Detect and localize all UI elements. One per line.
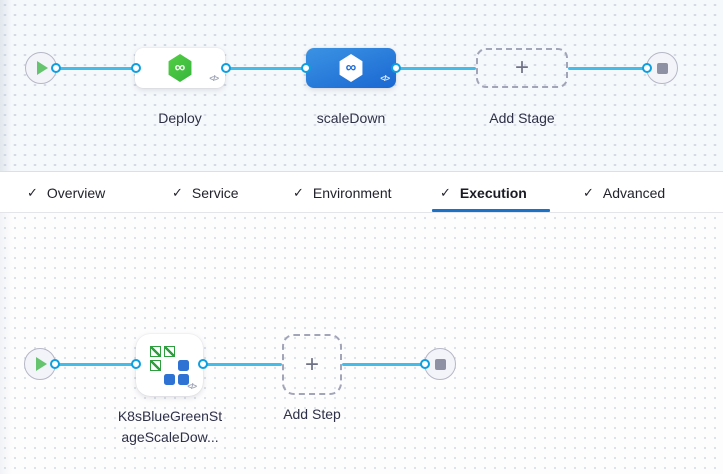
execution-graph-canvas[interactable]: </> K8sBlueGreenSt ageScaleDow... + Add … (0, 213, 723, 474)
connector-port (198, 359, 208, 369)
check-icon: ✓ (293, 185, 304, 200)
stage-config-tabs: ✓ Overview ✓ Service ✓ Environment ✓ Exe… (0, 172, 723, 213)
active-tab-indicator (432, 209, 550, 212)
check-icon: ✓ (440, 185, 451, 200)
connector-port (131, 63, 141, 73)
code-icon: </> (380, 74, 390, 83)
step-label: K8sBlueGreenSt ageScaleDow... (117, 408, 223, 445)
stage-connector-line (568, 66, 650, 70)
connector-port (131, 359, 141, 369)
add-stage-label: Add Stage (489, 110, 555, 126)
connector-port (391, 63, 401, 73)
cd-stage-icon: ∞ (339, 54, 363, 82)
stage-graph-canvas[interactable]: ∞ </> Deploy ∞ </> scaleDown + Add Stage (0, 0, 723, 172)
plus-icon: + (304, 350, 319, 378)
left-edge-shadow (0, 213, 12, 474)
left-edge-shadow (0, 0, 12, 171)
stage-node-scaledown[interactable]: ∞ </> (306, 48, 396, 88)
tab-environment[interactable]: ✓ Environment (293, 184, 392, 201)
add-step-button[interactable]: + (282, 334, 342, 395)
code-icon: </> (209, 74, 219, 83)
connector-port (221, 63, 231, 73)
connector-port (420, 359, 430, 369)
tab-overview[interactable]: ✓ Overview (27, 184, 106, 201)
tab-advanced[interactable]: ✓ Advanced (583, 184, 666, 201)
stage-connector-line (56, 66, 476, 70)
play-icon (36, 357, 47, 371)
tab-execution[interactable]: ✓ Execution (440, 184, 527, 201)
plus-icon: + (514, 54, 529, 81)
connector-port (50, 359, 60, 369)
play-icon (37, 61, 48, 75)
stage-label-scaledown: scaleDown (316, 110, 386, 126)
stage-node-deploy[interactable]: ∞ </> (135, 48, 225, 88)
stage-label-deploy: Deploy (158, 110, 202, 126)
step-node-k8s-bg-scaledown[interactable]: </> (136, 334, 203, 396)
cd-stage-icon: ∞ (168, 54, 192, 82)
add-stage-button[interactable]: + (476, 48, 568, 88)
tab-service[interactable]: ✓ Service (172, 184, 239, 201)
connector-port (301, 63, 311, 73)
connector-port (642, 63, 652, 73)
check-icon: ✓ (172, 185, 183, 200)
stop-icon (656, 62, 668, 74)
check-icon: ✓ (27, 185, 38, 200)
add-step-label: Add Step (283, 406, 341, 422)
k8s-blue-green-icon (150, 345, 189, 385)
connector-port (51, 63, 61, 73)
stop-icon (434, 358, 446, 370)
step-connector-line (342, 362, 428, 366)
check-icon: ✓ (583, 185, 594, 200)
code-icon: </> (187, 382, 197, 391)
